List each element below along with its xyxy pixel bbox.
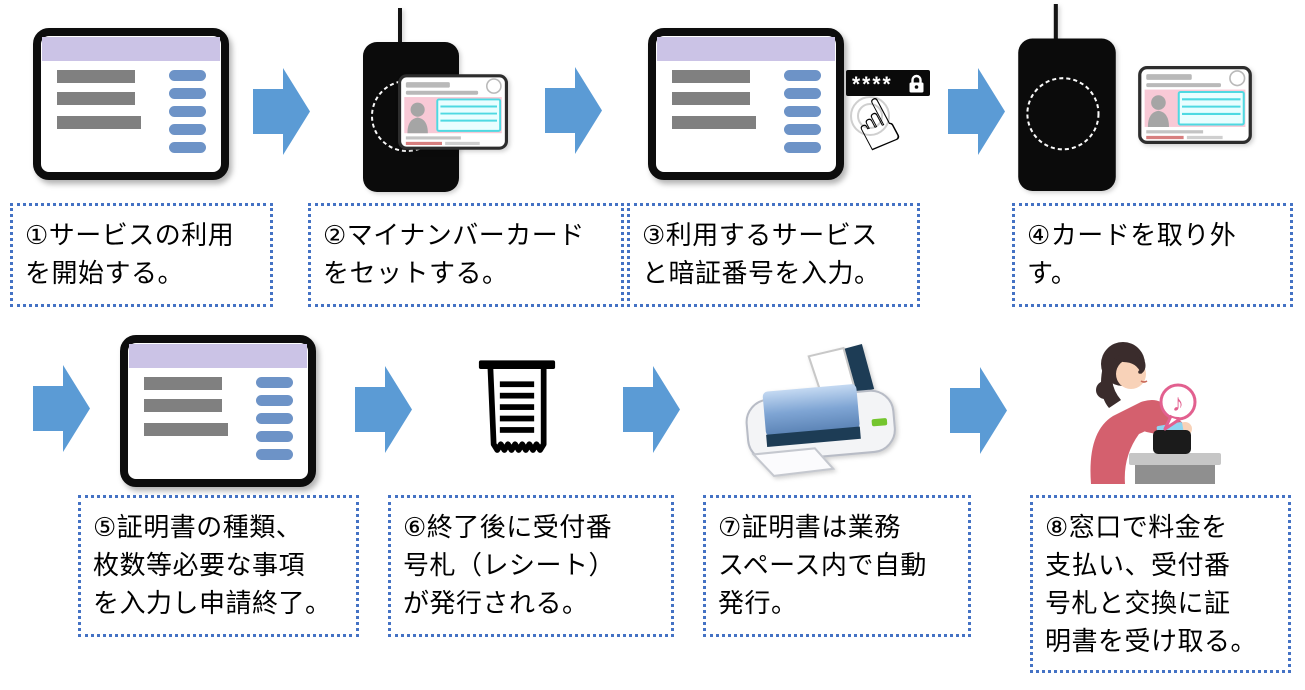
step-1-label: ①サービスの利用 を開始する。 <box>10 203 273 307</box>
flow-arrow-icon <box>623 366 680 453</box>
receipt-icon <box>478 360 556 453</box>
sound-bubble-inner <box>1163 387 1193 417</box>
person-mouth <box>1140 380 1148 383</box>
printer-icon <box>745 344 896 477</box>
sound-bubble-tail <box>1163 414 1182 431</box>
flow-arrow-icon <box>33 365 90 452</box>
music-note-icon: ♪ <box>1172 390 1184 417</box>
counter-top <box>1129 453 1221 465</box>
step-6-label: ⑥終了後に受付番 号札（レシート） が発行される。 <box>388 495 674 637</box>
tap-ripple <box>850 96 890 136</box>
person-hair-bun <box>1096 381 1114 399</box>
step-4-label: ④カードを取り外 す。 <box>1012 203 1293 307</box>
step-3-label: ③利用するサービス と暗証番号を入力。 <box>627 203 920 307</box>
tap-ripple <box>857 103 883 129</box>
flow-arrow-icon <box>948 68 1005 155</box>
mynumber-card-icon <box>398 74 508 150</box>
person-eye <box>1138 370 1142 374</box>
flow-arrow-icon <box>355 366 412 453</box>
payment-counter-icon: ♪ <box>1090 342 1221 484</box>
flow-arrow-icon <box>253 68 310 155</box>
flow-arrow-icon <box>545 67 602 154</box>
flow-arrow-icon <box>950 367 1007 454</box>
step-8-label: ⑧窓口で料金を 支払い、受付番 号札と交換に証 明書を受け取る。 <box>1030 495 1291 673</box>
step-7-label: ⑦証明書は業務 スペース内で自動 発行。 <box>703 495 971 637</box>
lock-icon <box>909 74 924 93</box>
kiosk-screen-icon <box>33 28 229 180</box>
kiosk-screen-icon <box>648 28 844 180</box>
counter-base <box>1135 464 1215 484</box>
tap-hand-icon: ☝ <box>840 82 912 168</box>
kiosk-screen-icon <box>120 335 316 487</box>
step-5-label: ⑤証明書の種類、 枚数等必要な事項 を入力し申請終了。 <box>78 495 359 637</box>
card-reader-icon <box>1018 4 1116 192</box>
person-fringe <box>1113 353 1146 374</box>
mynumber-card-icon <box>1138 66 1252 144</box>
step-2-label: ②マイナンバーカード をセットする。 <box>308 203 624 307</box>
pin-masked-value: **** <box>852 72 893 96</box>
payment-terminal <box>1153 430 1191 454</box>
pin-input-icon: **** <box>846 70 930 96</box>
